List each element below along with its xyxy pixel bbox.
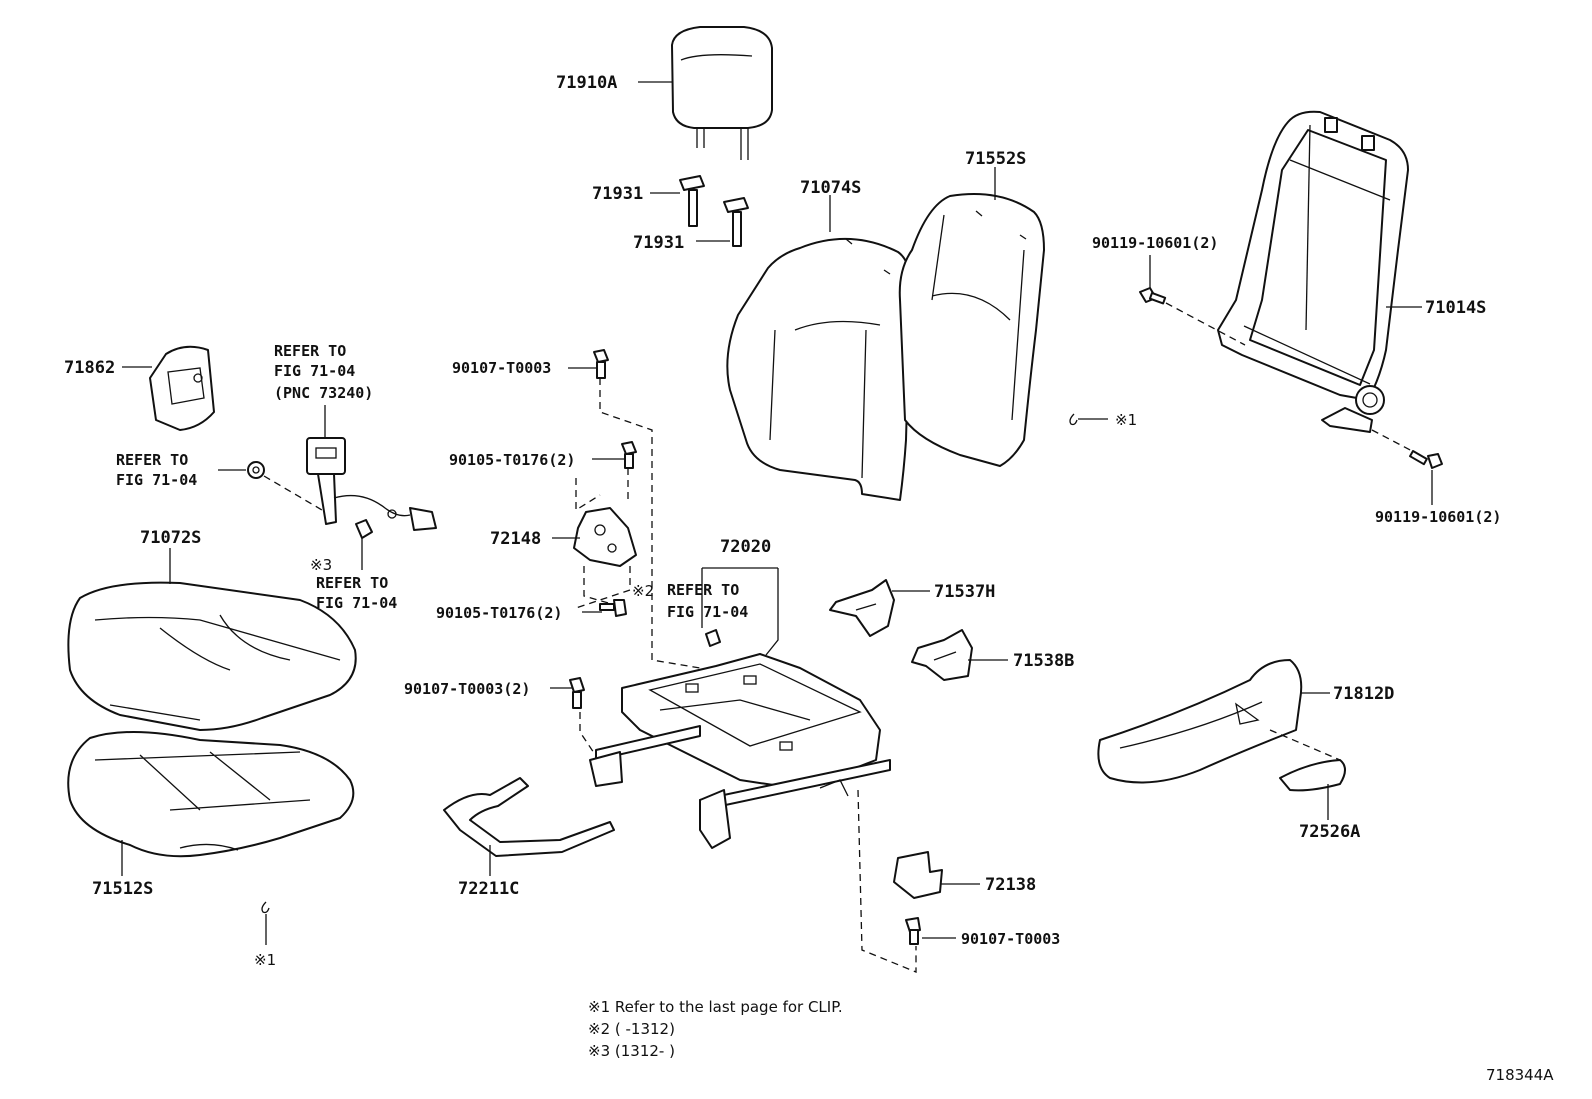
label-71931-b: 71931 <box>633 233 684 253</box>
refer-a-line1: REFER TO <box>274 342 346 360</box>
footnote-3: ※3 (1312- ) <box>588 1042 675 1060</box>
harness-72211c[interactable] <box>443 777 615 857</box>
mark-2: ※2 <box>632 582 654 600</box>
clip-refer-icon[interactable] <box>705 629 721 647</box>
footnote-2: ※2 ( -1312) <box>588 1020 675 1038</box>
label-90105-a: 90105-T0176(2) <box>449 451 575 469</box>
label-72148: 72148 <box>490 529 541 549</box>
refer-d-line1: REFER TO <box>667 581 739 599</box>
cover-71537h[interactable] <box>829 579 895 637</box>
label-71862: 71862 <box>64 358 115 378</box>
label-72020: 72020 <box>720 537 771 557</box>
label-71537h: 71537H <box>934 582 995 602</box>
seat-cushion-pad[interactable] <box>67 730 355 858</box>
refer-d-line2: FIG 71-04 <box>667 603 748 621</box>
bracket-72148[interactable] <box>573 507 637 567</box>
mark-3: ※3 <box>310 556 332 574</box>
bolt-90107-top[interactable] <box>593 349 609 379</box>
headrest-guide-2[interactable] <box>723 197 749 247</box>
label-90119-bottom: 90119-10601(2) <box>1375 508 1501 526</box>
headrest[interactable] <box>671 26 773 160</box>
cover-72138[interactable] <box>893 851 943 899</box>
mark-clip-bottom: ※1 <box>254 951 276 969</box>
label-72211c: 72211C <box>458 879 519 899</box>
refer-block-b: REFER TO FIG 71-04 <box>116 451 197 489</box>
seat-frame[interactable] <box>589 653 891 849</box>
refer-block-c: REFER TO FIG 71-04 <box>316 574 397 612</box>
label-71074s: 71074S <box>800 178 861 198</box>
nut-icon[interactable] <box>247 461 265 479</box>
clip-bottom-icon <box>261 901 270 914</box>
seatback-cover[interactable] <box>726 237 912 501</box>
label-90107-top: 90107-T0003 <box>452 359 551 377</box>
bolt-90107-bottom[interactable] <box>905 917 921 945</box>
label-71812d: 71812D <box>1333 684 1394 704</box>
cover-71862[interactable] <box>149 345 215 431</box>
label-71910a: 71910A <box>556 73 617 93</box>
label-71072s: 71072S <box>140 528 201 548</box>
footnote-1: ※1 Refer to the last page for CLIP. <box>588 998 843 1016</box>
headrest-guide-1[interactable] <box>679 175 705 227</box>
knob-72526a[interactable] <box>1279 759 1346 792</box>
diagram-id: 718344A <box>1486 1066 1554 1084</box>
refer-block-d: REFER TO FIG 71-04 <box>667 581 748 621</box>
refer-c-line1: REFER TO <box>316 574 388 592</box>
clip-small-icon[interactable] <box>355 519 373 539</box>
bolt-90105-b[interactable] <box>599 599 627 617</box>
refer-block-a: REFER TO FIG 71-04 (PNC 73240) <box>274 342 373 402</box>
bolt-90119-top[interactable] <box>1139 287 1167 305</box>
cover-71538b[interactable] <box>911 629 973 681</box>
refer-b-line2: FIG 71-04 <box>116 471 197 489</box>
side-shield[interactable] <box>1097 659 1303 784</box>
refer-a-line2: FIG 71-04 <box>274 362 355 380</box>
seat-belt-buckle[interactable] <box>306 437 437 531</box>
label-71512s: 71512S <box>92 879 153 899</box>
label-72138: 72138 <box>985 875 1036 895</box>
label-71014s: 71014S <box>1425 298 1486 318</box>
bolt-90105-a[interactable] <box>621 441 637 469</box>
label-72526a: 72526A <box>1299 822 1360 842</box>
bolt-90107-mid[interactable] <box>569 677 585 709</box>
label-71538b: 71538B <box>1013 651 1074 671</box>
label-90107-mid: 90107-T0003(2) <box>404 680 530 698</box>
seatback-pad[interactable] <box>898 193 1045 467</box>
seatback-frame[interactable] <box>1217 110 1409 433</box>
label-90119-top: 90119-10601(2) <box>1092 234 1218 252</box>
label-90107-bottom: 90107-T0003 <box>961 930 1060 948</box>
mark-clip-top: ※1 <box>1115 411 1137 429</box>
clip-icon <box>1069 413 1078 426</box>
footnotes: ※1 Refer to the last page for CLIP. ※2 (… <box>588 998 843 1060</box>
seat-cushion-cover[interactable] <box>67 581 357 731</box>
label-71552s: 71552S <box>965 149 1026 169</box>
bolt-90119-bottom[interactable] <box>1409 449 1443 469</box>
refer-c-line2: FIG 71-04 <box>316 594 397 612</box>
refer-b-line1: REFER TO <box>116 451 188 469</box>
label-71931-a: 71931 <box>592 184 643 204</box>
label-90105-b: 90105-T0176(2) <box>436 604 562 622</box>
refer-a-line3: (PNC 73240) <box>274 384 373 402</box>
